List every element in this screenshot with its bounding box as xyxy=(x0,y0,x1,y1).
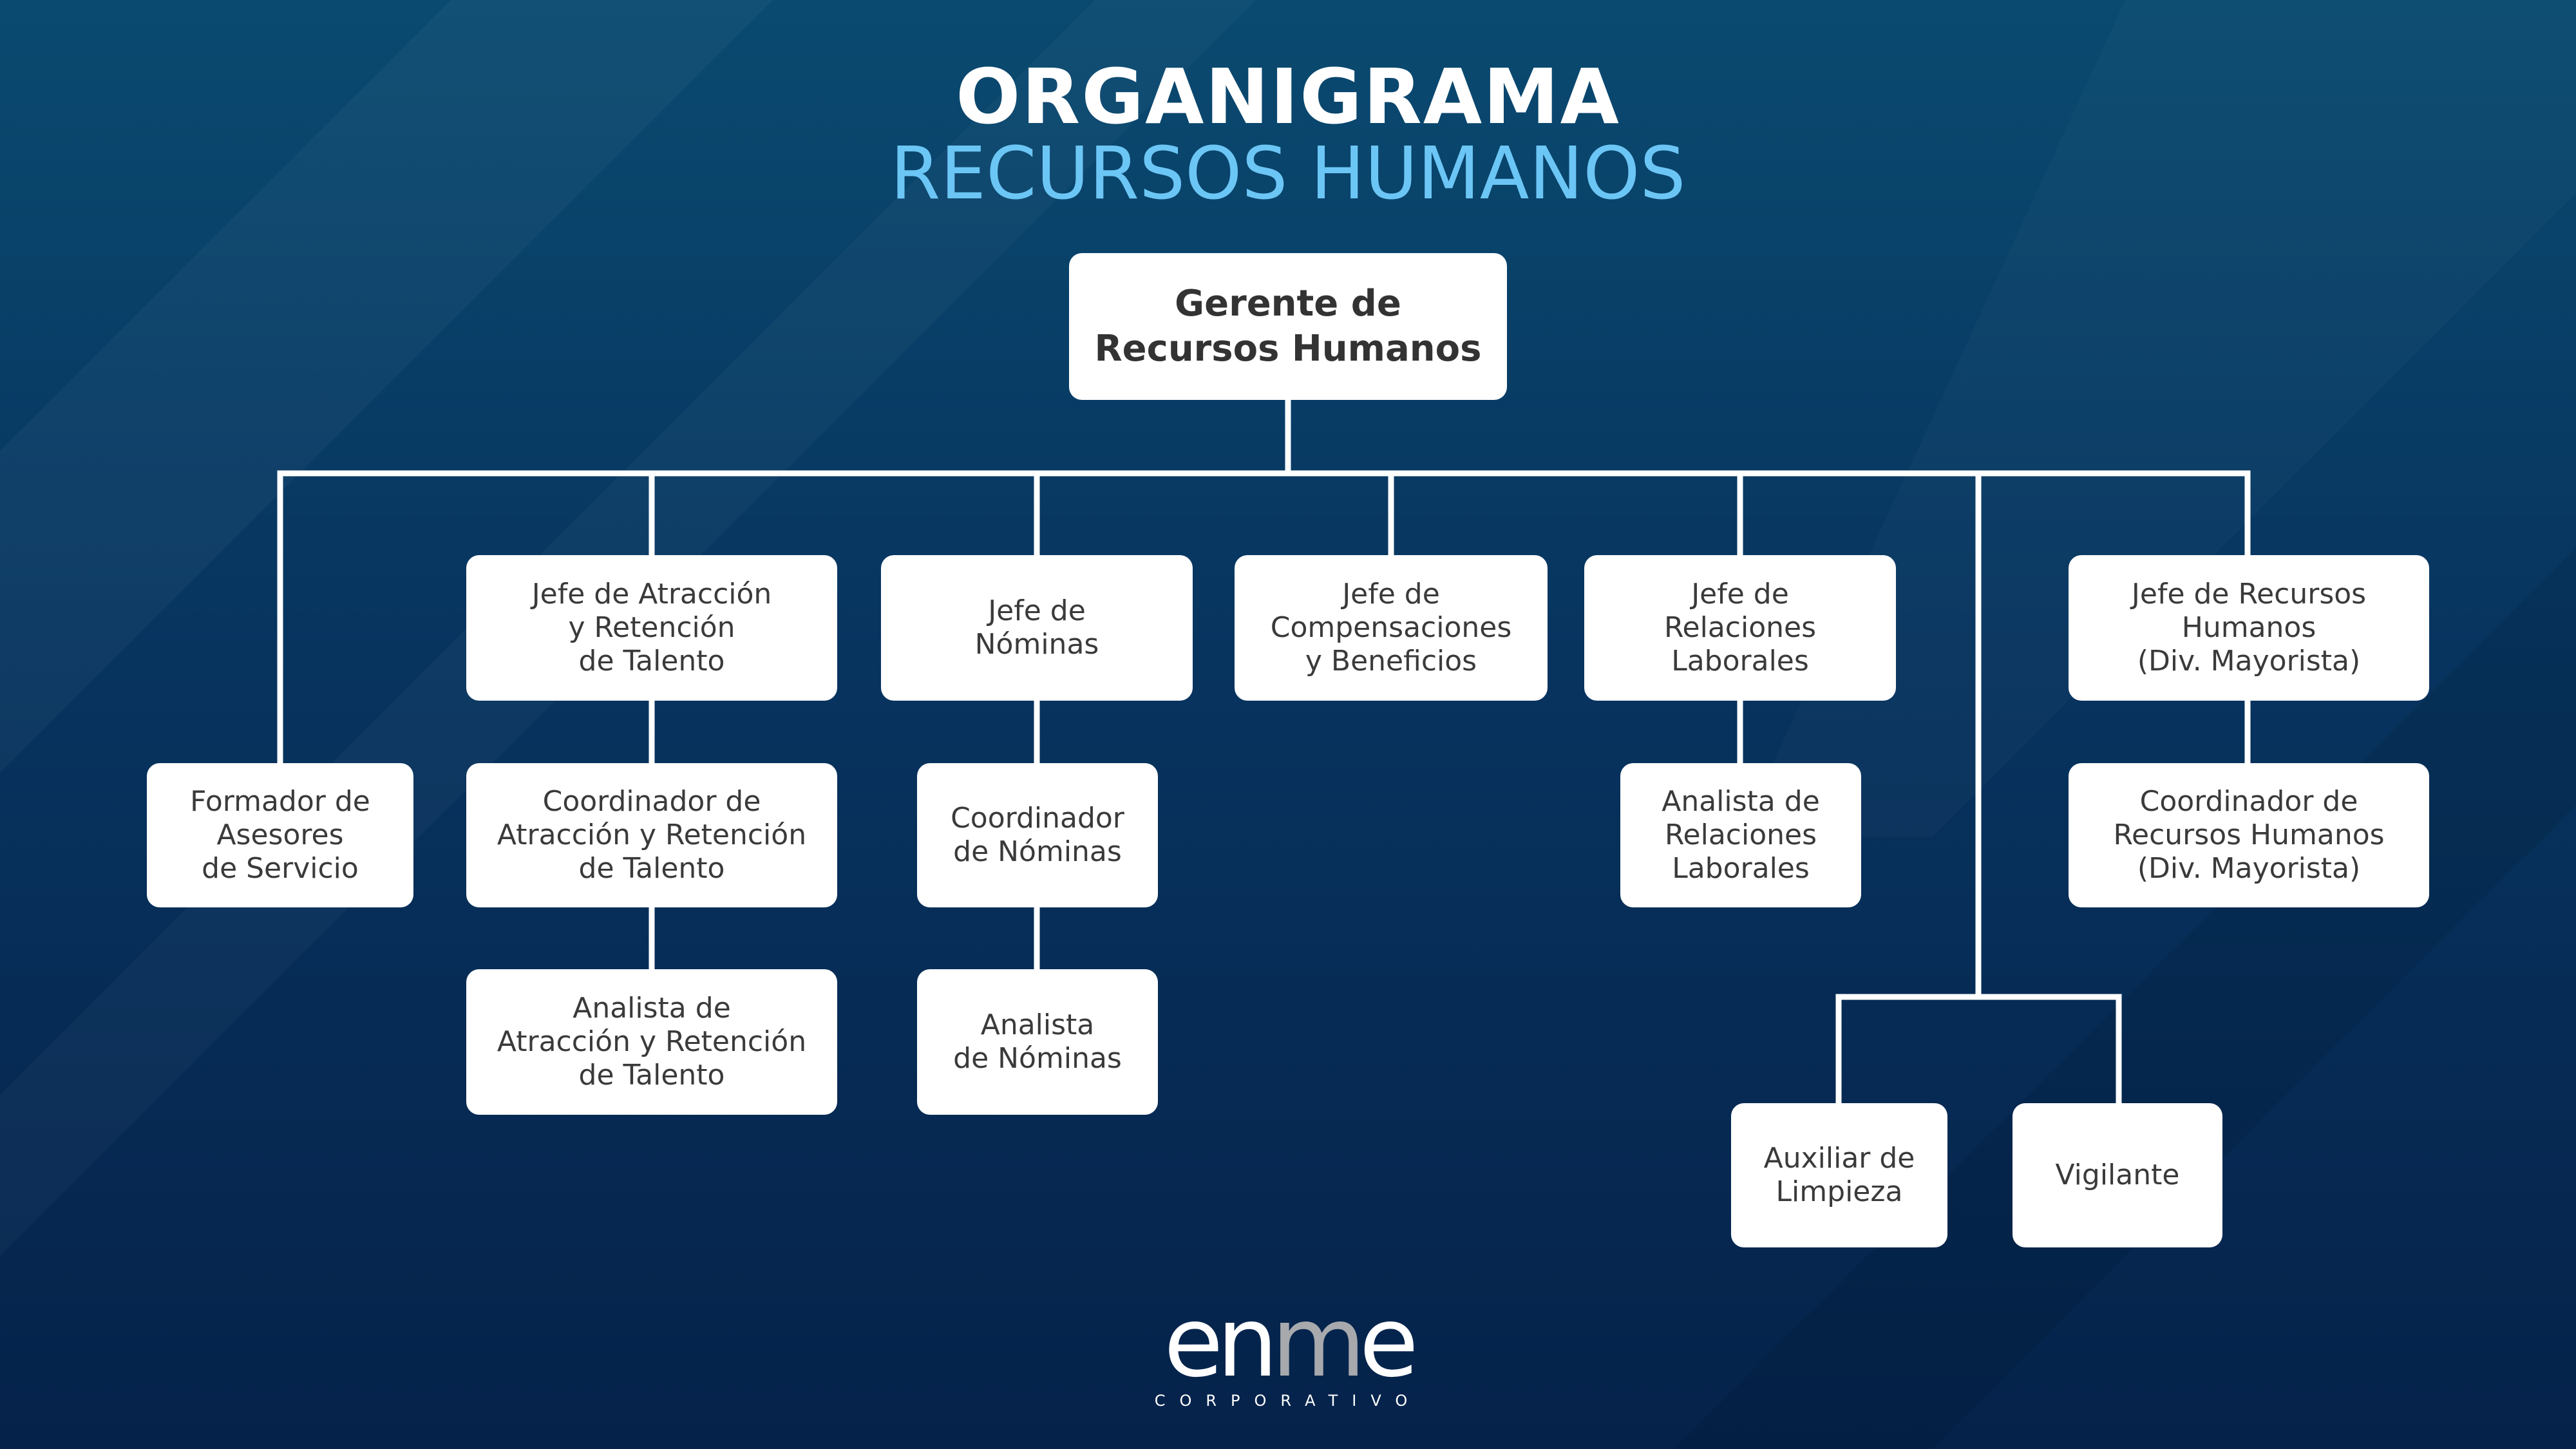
node-jefe-relaciones: Jefe de Relaciones Laborales xyxy=(1584,555,1896,701)
logo-text-en: en xyxy=(1164,1287,1278,1399)
logo-tagline: CORPORATIVO xyxy=(1154,1392,1422,1410)
node-coordinador-mayorista: Coordinador de Recursos Humanos (Div. Ma… xyxy=(2069,763,2429,907)
node-label: Analista de Relaciones Laborales xyxy=(1662,785,1820,885)
node-coordinador-atraccion: Coordinador de Atracción y Retención de … xyxy=(466,763,837,907)
node-gerente-recursos-humanos: Gerente de Recursos Humanos xyxy=(1069,253,1507,400)
node-label: Analista de Atracción y Retención de Tal… xyxy=(497,992,807,1092)
node-label: Jefe de Compensaciones y Beneficios xyxy=(1270,578,1512,677)
node-label: Coordinador de Nóminas xyxy=(951,802,1124,868)
node-label: Vigilante xyxy=(2055,1159,2180,1191)
node-label: Jefe de Relaciones Laborales xyxy=(1663,578,1817,677)
chart-title: ORGANIGRAMA xyxy=(956,52,1620,141)
node-label: Gerente de Recursos Humanos xyxy=(1094,283,1482,370)
node-label: Coordinador de Recursos Humanos (Div. Ma… xyxy=(2113,785,2385,885)
node-label: Jefe de Recursos Humanos (Div. Mayorista… xyxy=(2131,578,2367,677)
logo-wordmark: enme xyxy=(1127,1294,1449,1391)
node-coordinador-nominas: Coordinador de Nóminas xyxy=(917,763,1158,907)
node-jefe-mayorista: Jefe de Recursos Humanos (Div. Mayorista… xyxy=(2069,555,2429,701)
node-analista-relaciones: Analista de Relaciones Laborales xyxy=(1620,763,1861,907)
node-jefe-atraccion: Jefe de Atracción y Retención de Talento xyxy=(466,555,837,701)
logo-text-e: e xyxy=(1359,1287,1419,1399)
node-auxiliar-limpieza: Auxiliar de Limpieza xyxy=(1731,1103,1947,1247)
node-label: Analista de Nóminas xyxy=(953,1009,1122,1075)
chart-subtitle: RECURSOS HUMANOS xyxy=(890,132,1686,216)
emme-logo: enme CORPORATIVO xyxy=(1127,1294,1449,1410)
node-label: Coordinador de Atracción y Retención de … xyxy=(497,785,807,885)
node-label: Formador de Asesores de Servicio xyxy=(190,785,370,885)
node-analista-atraccion: Analista de Atracción y Retención de Tal… xyxy=(466,969,837,1115)
node-label: Jefe de Nóminas xyxy=(974,594,1099,661)
node-analista-nominas: Analista de Nóminas xyxy=(917,969,1158,1115)
node-jefe-nominas: Jefe de Nóminas xyxy=(881,555,1193,701)
node-jefe-compensaciones: Jefe de Compensaciones y Beneficios xyxy=(1235,555,1548,701)
node-label: Auxiliar de Limpieza xyxy=(1763,1142,1915,1208)
node-vigilante: Vigilante xyxy=(2012,1103,2222,1247)
node-label: Jefe de Atracción y Retención de Talento xyxy=(531,578,772,677)
logo-text-m: m xyxy=(1271,1287,1365,1399)
node-formador-asesores: Formador de Asesores de Servicio xyxy=(147,763,413,907)
